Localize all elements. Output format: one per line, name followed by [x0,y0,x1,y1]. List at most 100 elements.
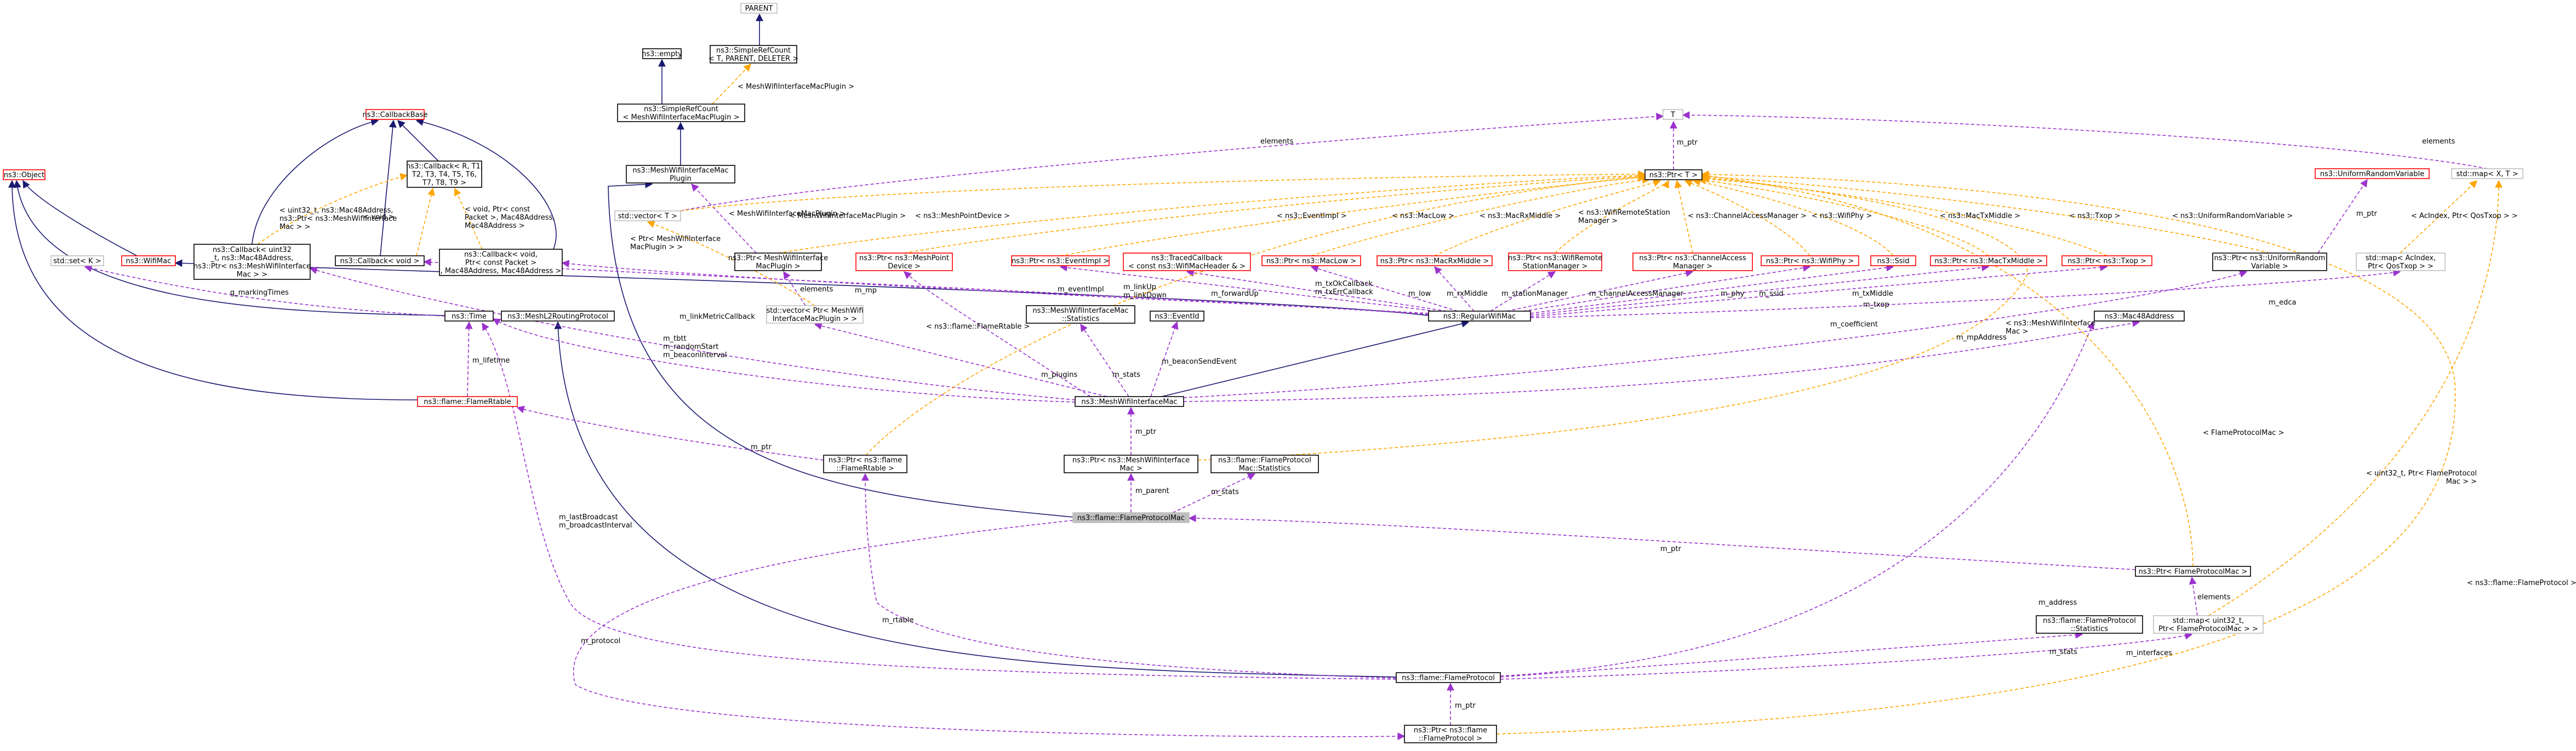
node-box [121,255,176,266]
node-box [1075,396,1184,407]
edge-label: < ns3::MeshPointDevice > [915,212,1010,220]
node-eventid[interactable]: ns3::EventId [1150,311,1204,322]
node-wifimac[interactable]: ns3::WifiMac [121,255,176,266]
node-callback-tpl[interactable]: ns3::Callback< R, T1,T2, T3, T4, T5, T6,… [406,160,483,188]
node-map-ac[interactable]: std::map< AcIndex,Ptr< QosTxop > > [2356,253,2446,271]
node-fp[interactable]: ns3::flame::FlameProtocol [1396,672,1501,683]
node-vector-T[interactable]: std::vector< T > [614,210,681,221]
node-box [766,305,864,324]
node-fp-stats[interactable]: ns3::flame::FlameProtocol::Statistics [2036,615,2143,634]
node-box [2061,255,2152,266]
edge-label: g_markingTimes [230,289,289,297]
node-ssid[interactable]: ns3::Ssid [1870,255,1916,266]
edge-time-to-set_K [84,264,445,317]
edge-label: < void > [363,213,395,221]
node-meshl2[interactable]: ns3::MeshL2RoutingProtocol [501,311,615,322]
edge-regularwifimac-to-ptr_wifiphy [1523,264,1811,312]
node-ptr-macrxmiddle[interactable]: ns3::Ptr< ns3::MacRxMiddle > [1376,255,1493,266]
edge-line [1698,176,1989,256]
node-flame-rtable[interactable]: ns3::flame::FlameRtable [417,396,518,407]
node-ptr-fpm[interactable]: ns3::Ptr< FlameProtocolMac > [2135,566,2251,577]
node-callbackbase[interactable]: ns3::CallbackBase [363,109,428,120]
node-callback-void-packet[interactable]: ns3::Callback< void,Ptr< const Packet >,… [439,249,563,276]
node-uniform-rv[interactable]: ns3::UniformRandomVariable [2315,168,2430,179]
node-object[interactable]: ns3::Object [3,169,45,180]
node-ptr-mactxmiddle[interactable]: ns3::Ptr< ns3::MacTxMiddle > [1930,255,2047,266]
edge-label: m_rtable [882,616,913,624]
edge-line [1500,630,2083,678]
node-time[interactable]: ns3::Time [444,311,494,322]
edge-ptr_plugin-to-ptr_T [778,171,1646,254]
edge-line [814,322,1107,397]
node-T[interactable]: T [1663,109,1683,120]
node-map-XT[interactable]: std::map< X, T > [2451,168,2523,179]
edge-ptr_macrxmiddle-to-ptr_T [1434,179,1661,256]
node-regularwifimac[interactable]: ns3::RegularWifiMac [1428,311,1531,322]
node-ptr-T[interactable]: ns3::Ptr< T > [1644,169,1703,180]
node-set-K[interactable]: std::set< K > [50,255,104,266]
node-label: T [1670,111,1675,119]
edge-line [1183,319,2140,402]
node-ptr-fp[interactable]: ns3::Ptr< ns3::flame::FlameProtocol > [1404,725,1497,743]
node-parent[interactable]: PARENT [740,3,778,14]
node-ptr-eventimpl[interactable]: ns3::Ptr< ns3::EventImpl > [1011,255,1110,266]
node-box [2212,253,2327,271]
node-callback-u32[interactable]: ns3::Callback< uint32_t, ns3::Mac48Addre… [193,244,311,280]
node-traced-callback[interactable]: ns3::TracedCallback< const ns3::WifiMacH… [1123,253,1251,271]
edge-label: m_phy [1721,290,1745,298]
node-box [1428,311,1531,322]
node-ptr-rtable[interactable]: ns3::Ptr< ns3::flame::FlameRtable > [823,455,907,473]
edge-label: m_eventImpl [1058,285,1104,294]
node-simplerefcount-plugin[interactable]: ns3::SimpleRefCount< MeshWifiInterfaceMa… [617,104,745,122]
edge-vector_T-to-ptr_T_tpl [679,170,1646,211]
edge-label: m_beaconSendEvent [1162,358,1237,366]
node-empty[interactable]: ns3::empty [642,48,682,59]
edge-time-to-object [13,180,445,316]
node-ptr-wifiphy[interactable]: ns3::Ptr< ns3::WifiPhy > [1761,255,1859,266]
node-label: ns3::Ptr< ns3::Txop > [2067,257,2146,266]
node-fpm[interactable]: ns3::flame::FlameProtocolMac [1072,512,1190,523]
node-ptr-maclow[interactable]: ns3::Ptr< ns3::MacLow > [1261,255,1361,266]
edge-label: m_low [1408,290,1431,298]
edge-mwim-to-callback_u32 [309,266,1076,400]
edge-label: < MeshWifiInterfaceMacPlugin > [738,83,854,91]
edge-mwim-to-ptr_meshpoint [903,271,1091,397]
node-map-u32[interactable]: std::map< uint32_t,Ptr< FlameProtocolMac… [2153,615,2264,634]
node-label: ns3::Object [4,171,44,180]
edge-callback_u32-to-callback_tpl [257,173,408,245]
edge-regularwifimac-to-wifimac [174,259,1429,316]
edge-flame_rtable-to-object [8,180,418,400]
node-callback-void[interactable]: ns3::Callback< void > [335,255,425,266]
node-mac48[interactable]: ns3::Mac48Address [2094,311,2185,322]
edge-line [1523,264,1811,312]
edge-label: < ns3::ChannelAccessManager > [1688,212,1807,220]
node-ptr-txop[interactable]: ns3::Ptr< ns3::Txop > [2061,255,2152,266]
edge-map_XT-to-T [1682,111,2488,169]
node-mwim[interactable]: ns3::MeshWifiInterfaceMac [1075,396,1184,407]
edge-line [174,259,1429,316]
node-label: ns3::flame::FlameProtocolMac [1077,514,1185,523]
edge-line [1311,176,1650,256]
node-simplerefcount-tpl[interactable]: ns3::SimpleRefCount< T, PARENT, DELETER … [709,45,798,64]
edge-fp-to-map_u32 [1500,632,2193,680]
node-box [614,210,681,221]
edge-fp-to-meshl2 [554,321,1397,678]
node-mwim-stats[interactable]: ns3::MeshWifiInterfaceMac::Statistics [1026,305,1135,324]
edge-label: m_ptr [1455,702,1476,710]
edge-fpm-to-fpm_stats [1172,473,1256,513]
edge-label: m_txMiddle [1852,290,1893,298]
edge-line [1530,268,2401,318]
